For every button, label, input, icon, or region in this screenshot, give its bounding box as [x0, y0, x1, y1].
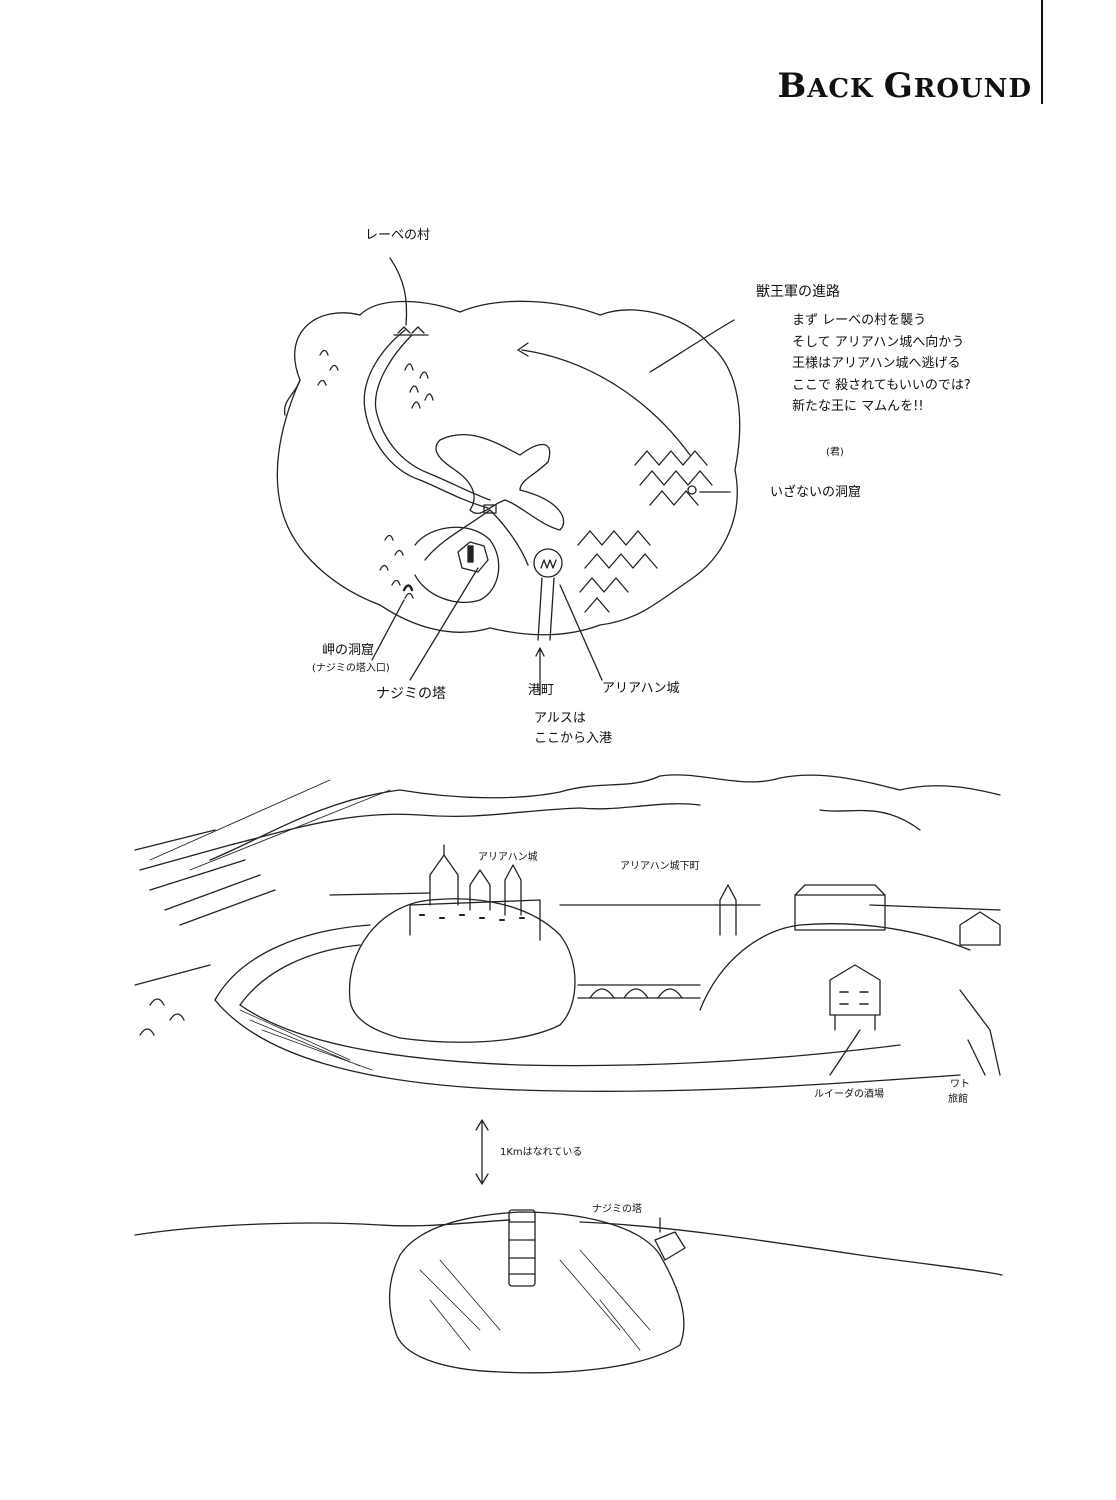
inn-label-2: 旅館: [948, 1094, 968, 1105]
castle-town-label: アリアハン城下町: [620, 861, 700, 872]
inn-label-1: ワト: [950, 1079, 970, 1090]
cape-cave-sub-label: (ナジミの塔入口): [312, 663, 390, 674]
distance-label: 1Kmはなれている: [500, 1147, 583, 1158]
army-route-note: ここで 殺されてもいいのでは?: [792, 377, 971, 393]
east-cave-label: いざないの洞窟: [770, 485, 862, 500]
arus-note-label-2: ここから入港: [534, 731, 613, 746]
army-route-note: そして アリアハン城へ向かう: [792, 334, 965, 350]
castle-label: アリアハン城: [478, 852, 538, 863]
arus-note-label-1: アルスは: [534, 711, 586, 726]
army-route-aside: (君): [826, 447, 844, 458]
tower-island-label: ナジミの塔: [592, 1204, 642, 1215]
army-route-notes: まず レーベの村を襲う そして アリアハン城へ向かう 王様はアリアハン城へ逃げる…: [792, 312, 971, 420]
army-route-note: 新たな王に マムんを!!: [792, 399, 924, 415]
page-title: BACK GROUND: [777, 66, 1032, 106]
village-label: レーベの村: [365, 228, 431, 243]
army-route-note: 王様はアリアハン城へ逃げる: [792, 356, 961, 372]
najimi-tower-island-drawing: [134, 1209, 1003, 1374]
aliahan-landscape-drawing: [134, 774, 1001, 1185]
army-route-title: 獣王軍の進路: [756, 284, 840, 300]
island-map-drawing: [276, 257, 741, 696]
aliahan-castle-label: アリアハン城: [602, 681, 680, 696]
najimi-tower-label: ナジミの塔: [376, 686, 446, 702]
cape-cave-label: 岬の洞窟: [322, 643, 375, 658]
luida-tavern-label: ルイーダの酒場: [814, 1089, 884, 1100]
page-edge-rule: [1041, 0, 1043, 104]
army-route-note: まず レーベの村を襲う: [792, 313, 927, 328]
port-town-label: 港町: [528, 683, 555, 698]
